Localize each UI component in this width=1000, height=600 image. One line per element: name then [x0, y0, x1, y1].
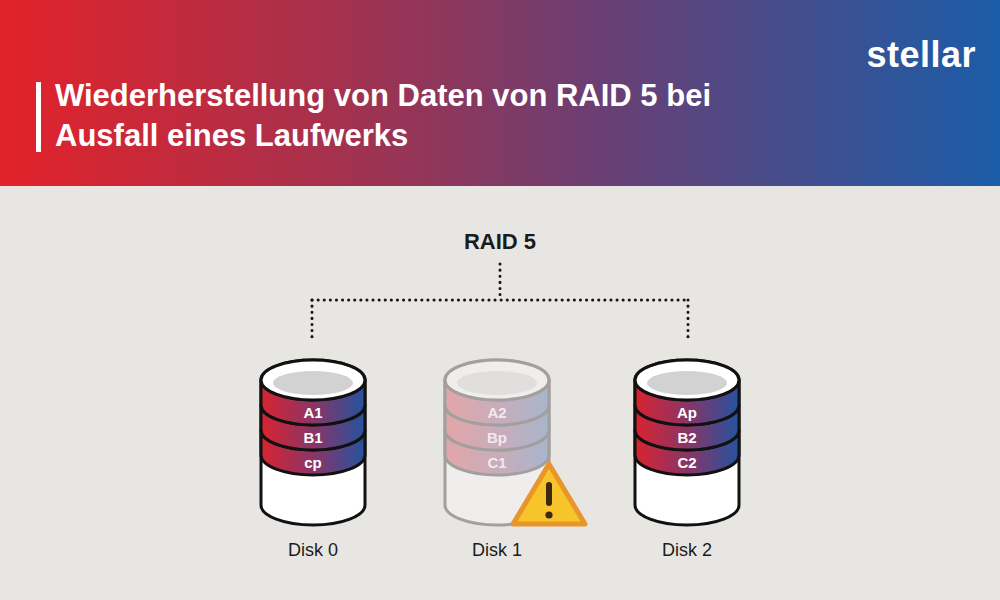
disk-node: A1B1cpDisk 0: [253, 350, 373, 565]
title-bar: [36, 82, 41, 152]
warning-icon: [509, 458, 589, 530]
block-label: Bp: [437, 429, 557, 447]
block-label: Ap: [627, 404, 747, 422]
disk-node: ApB2C2Disk 2: [627, 350, 747, 565]
disk-label: Disk 1: [417, 539, 577, 561]
block-label: A1: [253, 404, 373, 422]
block-label: B2: [627, 429, 747, 447]
block-label: cp: [253, 454, 373, 472]
disk-node: A2BpC1Disk 1: [437, 350, 557, 565]
block-label: C2: [627, 454, 747, 472]
disk-label: Disk 2: [607, 539, 767, 561]
logo-text: stellar: [866, 34, 976, 76]
block-label: B1: [253, 429, 373, 447]
block-label: C1: [437, 454, 557, 472]
dotted-connector: [312, 264, 688, 342]
title: Wiederherstellung von Daten von RAID 5 b…: [55, 76, 775, 156]
block-label: A2: [437, 404, 557, 422]
disk-label: Disk 0: [233, 539, 393, 561]
array-label: RAID 5: [0, 229, 1000, 255]
